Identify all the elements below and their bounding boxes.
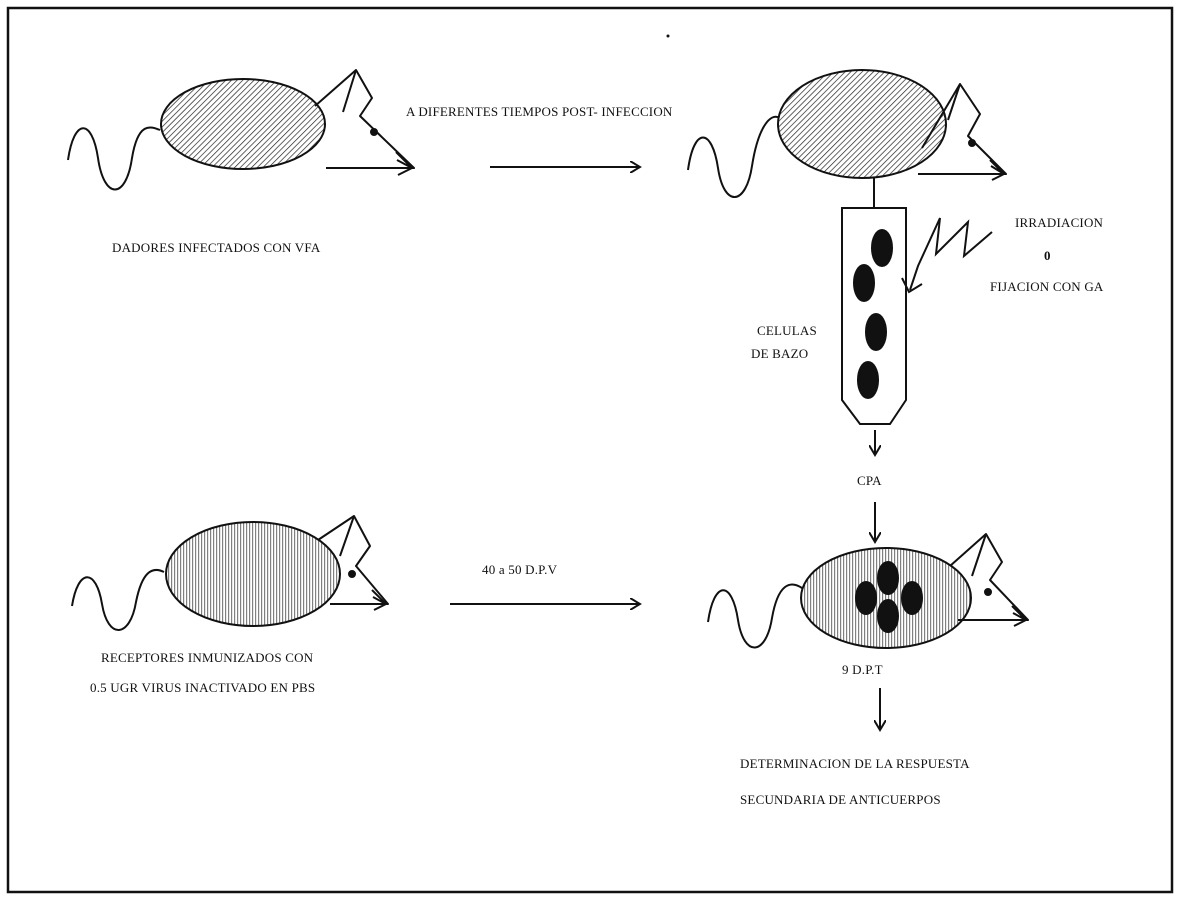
determination-label-line1: DETERMINACION DE LA RESPUESTA [740,756,970,772]
spleen-cell-tube [842,208,906,424]
mouse-head [315,70,414,168]
days-post-vaccination-label: 40 a 50 D.P.V [482,562,557,578]
transferred-cell [902,582,922,614]
mouse-eye [349,571,355,577]
transferred-cell [878,600,898,632]
mouse-body [778,70,946,178]
recipient-mouse [72,516,388,630]
mouse-tail [72,570,164,630]
spleen-cells-label-line2: DE BAZO [751,346,808,362]
spleen-cell [872,230,892,266]
mouse-tail [68,127,160,189]
irradiation-zigzag-arrow [902,218,992,292]
spleen-cell [858,362,878,398]
receptors-label-line2: 0.5 UGR VIRUS INACTIVADO EN PBS [90,680,315,696]
or-label: 0 [1044,248,1051,264]
transferred-cell [856,582,876,614]
transferred-cell [878,562,898,594]
spleen-cell [866,314,886,350]
days-post-transfer-label: 9 D.P.T [842,662,883,678]
recipient-mouse-transferred [708,534,1028,648]
stray-dot [667,35,670,38]
mouse-ear [340,516,354,556]
mouse-eye [371,129,377,135]
cpa-label: CPA [857,473,882,489]
determination-label-line2: SECUNDARIA DE ANTICUERPOS [740,792,941,808]
fixation-label: FIJACION CON GA [990,279,1104,295]
mouse-eye [969,140,975,146]
spleen-cell [854,265,874,301]
donors-label: DADORES INFECTADOS CON VFA [112,240,320,256]
mouse-tail [688,117,780,197]
mouse-body [166,522,340,626]
spleen-cells-label-line1: CELULAS [757,323,817,339]
donor-mouse [68,70,414,190]
receptors-label-line1: RECEPTORES INMUNIZADOS CON [101,650,313,666]
irradiation-label: IRRADIACION [1015,215,1103,231]
mouse-body [161,79,325,169]
donor-mouse-timed [688,70,1006,208]
timepoints-label: A DIFERENTES TIEMPOS POST- INFECCION [406,104,673,120]
mouse-eye [985,589,991,595]
mouse-tail [708,584,802,647]
